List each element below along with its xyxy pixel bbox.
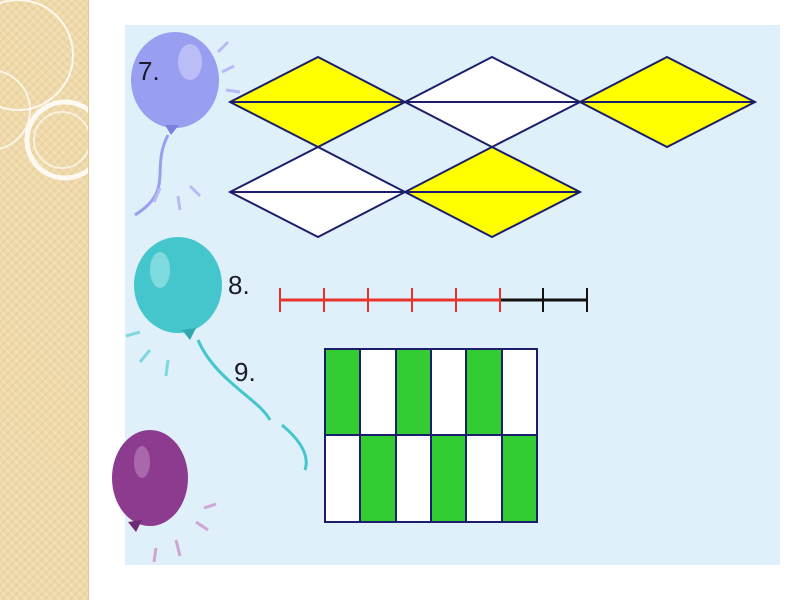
rhombus bbox=[577, 55, 758, 149]
number-line-ticks-highlighted bbox=[279, 288, 501, 312]
decorative-side-strip bbox=[0, 0, 89, 600]
rhombus bbox=[402, 55, 583, 149]
decorative-circles bbox=[0, 0, 88, 181]
balloon-teal-icon bbox=[125, 237, 308, 471]
grid-lines bbox=[324, 348, 538, 523]
rhombus bbox=[227, 55, 408, 149]
number-line-ticks-remaining bbox=[542, 288, 588, 312]
problem-9-label: 9. bbox=[234, 357, 256, 387]
balloon-purple-icon bbox=[112, 430, 217, 563]
grid-shaded-cells bbox=[325, 349, 537, 522]
problem-7-label: 7. bbox=[138, 56, 160, 86]
problem-8-label: 8. bbox=[228, 270, 250, 300]
problem-7-figure bbox=[227, 55, 758, 239]
rhombus bbox=[227, 145, 408, 239]
problem-9-grid bbox=[324, 348, 538, 523]
balloon-blue-icon bbox=[131, 32, 241, 217]
problem-8-number-line bbox=[279, 288, 588, 312]
rhombus bbox=[402, 145, 583, 239]
